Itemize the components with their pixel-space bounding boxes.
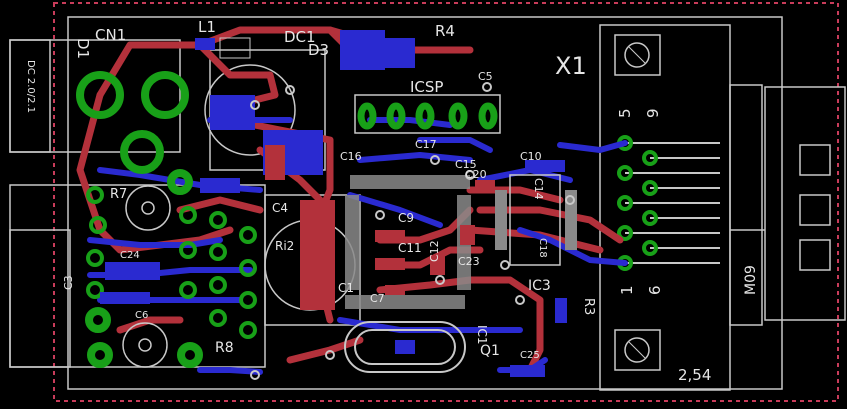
label-r3: R3 <box>581 298 596 315</box>
label-c12: C12 <box>428 240 441 262</box>
label-c15: C15 <box>455 158 477 171</box>
label-c24: C24 <box>120 250 140 261</box>
label-c17: C17 <box>415 138 437 151</box>
ic-pads <box>345 174 577 309</box>
label-c20: C20 <box>465 168 487 181</box>
label-c7: C7 <box>370 292 385 305</box>
label-d1: D1 <box>74 38 92 59</box>
label-dc1: DC1 <box>284 28 316 46</box>
vias <box>250 82 575 380</box>
crystal-outline <box>344 321 466 373</box>
label-l1: L1 <box>198 18 216 36</box>
label-pin5: 5 <box>616 108 634 118</box>
label-c16: C16 <box>340 150 362 163</box>
label-c25: C25 <box>520 350 540 361</box>
label-q1: Q1 <box>480 343 500 359</box>
label-c6: C6 <box>135 310 148 321</box>
label-c5: C5 <box>478 70 493 83</box>
component-pads-green <box>86 186 257 339</box>
label-m09: M09 <box>743 265 759 295</box>
label-r8: R8 <box>215 340 234 356</box>
through-hole-pads <box>76 71 203 368</box>
label-dc-jack: DC 2.0/2.1 <box>25 60 36 113</box>
mounting-hole-top <box>614 34 661 76</box>
board-outline-dimension <box>53 2 839 402</box>
label-ri2: Ri2 <box>275 239 294 253</box>
label-r4: R4 <box>435 22 455 40</box>
label-c14: C14 <box>532 178 545 200</box>
label-c3: C3 <box>62 275 75 290</box>
icsp-header <box>354 94 501 134</box>
label-pin6: 6 <box>646 285 664 295</box>
label-c1: C1 <box>338 281 354 295</box>
label-pitch: 2,54 <box>678 366 711 384</box>
label-c9: C9 <box>398 211 414 225</box>
trimmer-circles <box>122 185 171 368</box>
db9-connector-outline <box>599 24 846 391</box>
label-pin1: 1 <box>618 285 636 295</box>
label-icsp: ICSP <box>410 78 443 96</box>
board-outline-silk <box>67 16 783 390</box>
copper-pours <box>210 30 415 310</box>
label-x1: X1 <box>555 52 587 80</box>
dc-jack-outline <box>9 39 361 368</box>
label-c4: C4 <box>272 201 288 215</box>
smd-components <box>100 37 567 377</box>
label-c11: C11 <box>398 241 422 255</box>
label-d3: D3 <box>308 41 329 59</box>
label-c23: C23 <box>458 255 480 268</box>
label-pin9: 9 <box>644 108 662 118</box>
label-cn1: CN1 <box>95 26 126 44</box>
label-c18: C18 <box>537 238 548 258</box>
label-ic1: IC1 <box>475 325 489 345</box>
label-c10: C10 <box>520 150 542 163</box>
label-r7: R7 <box>110 187 127 202</box>
label-ic3: IC3 <box>528 278 551 294</box>
mounting-hole-bottom <box>614 329 661 371</box>
db9-pin-traces <box>625 142 720 264</box>
